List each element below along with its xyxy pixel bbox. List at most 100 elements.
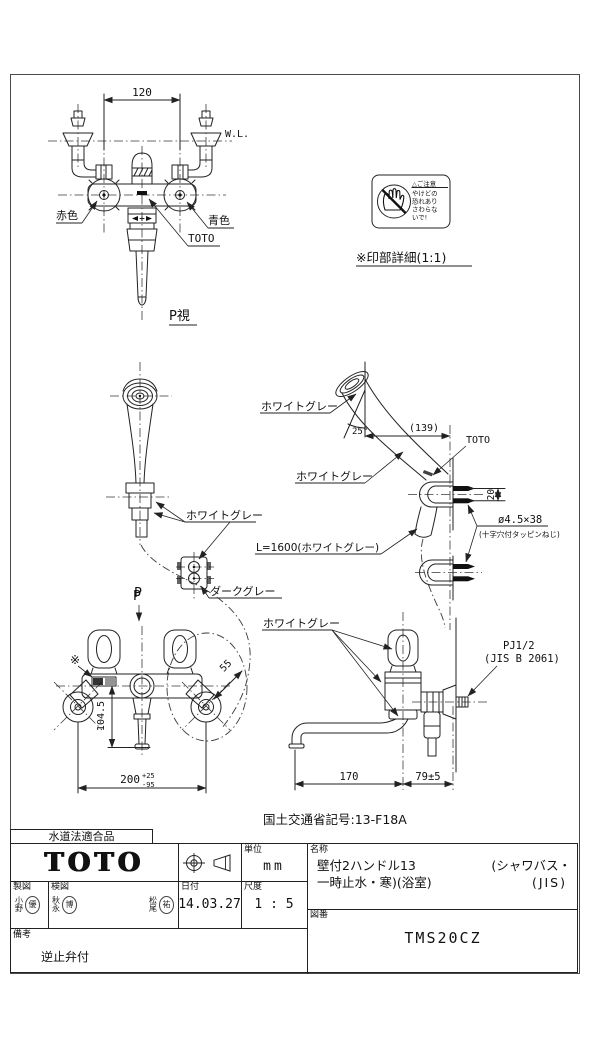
label-white-gray-hose: ホワイトグレー bbox=[296, 469, 373, 483]
dim-170: 170 bbox=[340, 771, 359, 783]
right-wall-flange bbox=[171, 110, 222, 180]
label-toto-leader bbox=[148, 198, 189, 247]
flange-centerlines bbox=[77, 104, 207, 168]
faucet-centerlines bbox=[56, 626, 230, 756]
divider-row2 bbox=[11, 928, 307, 929]
scale-label: 尺度 bbox=[244, 882, 263, 892]
label-toto-side: TOTO bbox=[466, 435, 490, 446]
title-block: TOTO 単位 mm 製図 検図 日付 尺度 小野 優 秋永 博 松尾 祐 14… bbox=[10, 843, 578, 974]
drafter-label: 製図 bbox=[13, 882, 32, 892]
dim-200: 200 bbox=[120, 773, 140, 786]
scale-value: 1 : 5 bbox=[254, 897, 294, 912]
date-value: 14.03.27 bbox=[178, 897, 241, 912]
checker1-name: 秋永 bbox=[52, 896, 60, 913]
hose-length-label: L=1600(ホワイトグレー) bbox=[256, 541, 379, 554]
dim-55: 55 bbox=[218, 658, 234, 674]
warning-line-4: いで! bbox=[412, 214, 427, 222]
dim-79: 79±5 bbox=[415, 771, 440, 783]
divider-row1 bbox=[11, 881, 307, 882]
indicator-arrows bbox=[132, 216, 152, 221]
drafter-seal: 優 bbox=[25, 896, 40, 914]
remarks-label: 備考 bbox=[13, 930, 32, 940]
indicator-plate bbox=[91, 676, 117, 687]
remarks-value: 逆止弁付 bbox=[41, 950, 90, 964]
sheet-border-frame bbox=[10, 74, 580, 974]
hose-phantom-curve bbox=[140, 544, 251, 729]
angle-arc bbox=[347, 423, 366, 429]
shower-horizontal-centerlines bbox=[106, 395, 172, 498]
toto-logo: TOTO bbox=[44, 848, 145, 878]
divider-checker-date bbox=[178, 881, 179, 928]
technical-drawing-canvas: W.L. 120 赤色 青色 bbox=[48, 86, 560, 827]
spout-tip bbox=[137, 296, 147, 306]
spout-outlet bbox=[134, 743, 150, 750]
name-line1-left: 壁付2ハンドル13 bbox=[317, 858, 416, 873]
connection-arms bbox=[69, 679, 215, 709]
angle-axis-line bbox=[343, 389, 366, 439]
dim-20: 20 bbox=[486, 489, 497, 501]
divider-drafter-checker bbox=[48, 881, 49, 928]
warning-label-detail: △ご注意 やけどの 恐れあり さわらな いで! ※印部詳細(1:1) bbox=[356, 174, 472, 267]
dim-120: 120 bbox=[132, 86, 152, 99]
handle-below-holder bbox=[414, 506, 438, 538]
dim-104-5: 104.5 bbox=[96, 701, 107, 731]
compliance-tab: 水道法適合品 bbox=[10, 829, 153, 844]
checker-label: 検図 bbox=[51, 882, 70, 892]
flange-diagonal-centerlines bbox=[53, 681, 231, 731]
dim-angle-25: 25° bbox=[352, 427, 368, 437]
spout-outlet-side bbox=[288, 743, 305, 749]
name-label: 名称 bbox=[310, 845, 329, 855]
checker1-seal: 博 bbox=[62, 896, 77, 914]
shower-front-view: ホワイトグレー ダークグレー P bbox=[106, 362, 282, 729]
hose-phantom-side bbox=[420, 538, 446, 629]
label-white-gray-faucet: ホワイトグレー bbox=[263, 616, 340, 630]
spout-shoulder bbox=[129, 222, 155, 230]
dim-line-55 bbox=[213, 670, 243, 700]
diverter-dome bbox=[131, 152, 153, 185]
faucet-side-centerlines bbox=[402, 612, 488, 790]
product-name: 壁付2ハンドル13 (シャワバス・ 一時止水・寒)(浴室) (JIS) bbox=[317, 857, 573, 891]
name-line2-left: 一時止水・寒)(浴室) bbox=[317, 875, 432, 890]
label-red: 赤色 bbox=[56, 208, 78, 222]
prohibition-slash-icon bbox=[381, 189, 407, 214]
hose-stub bbox=[135, 519, 148, 538]
screw-note: (十字穴付タッピンねじ) bbox=[479, 529, 560, 539]
regulatory-code: 国土交通省記号:13-F18A bbox=[263, 812, 407, 827]
right-handle bbox=[163, 629, 197, 675]
checker2-seal: 祐 bbox=[159, 896, 174, 914]
warning-line-2: 恐れあり bbox=[412, 198, 438, 206]
checker-stamp-2: 松尾 祐 bbox=[149, 896, 174, 914]
ref-mark: ※ bbox=[70, 653, 80, 667]
label-red-leader bbox=[81, 200, 98, 224]
left-wall-connection bbox=[62, 691, 94, 723]
label-blue: 青色 bbox=[208, 213, 230, 227]
dim-extension-lines bbox=[103, 93, 181, 151]
shower-handle-taper bbox=[126, 403, 154, 484]
top-view: W.L. 120 赤色 青色 bbox=[48, 86, 249, 326]
name-line2-right: (JIS) bbox=[531, 875, 567, 890]
shower-handle-side bbox=[341, 378, 449, 481]
shower-head-cap bbox=[122, 378, 158, 392]
toto-molded-mark bbox=[137, 191, 147, 195]
check-valve-pipe bbox=[427, 737, 437, 757]
name-line1-right: (シャワバス・ bbox=[491, 858, 571, 873]
indicator-plus bbox=[139, 216, 145, 221]
divider-logo-proj bbox=[178, 844, 179, 881]
swing-spout bbox=[291, 718, 409, 745]
dim-200-plus: +25 bbox=[142, 772, 155, 780]
spout-base bbox=[126, 228, 158, 252]
unit-label: 単位 bbox=[244, 845, 263, 855]
holder-centerlines bbox=[408, 494, 485, 573]
screw-size: ø4.5×38 bbox=[498, 514, 542, 526]
warning-label-box bbox=[371, 174, 451, 229]
unit-value: mm bbox=[263, 859, 285, 874]
label-toto: TOTO bbox=[188, 232, 215, 245]
checker2-name: 松尾 bbox=[149, 896, 157, 913]
checker-stamp-1: 秋永 博 bbox=[52, 896, 77, 914]
drawing-no-label: 図番 bbox=[310, 910, 329, 920]
divider-name-dwgno bbox=[307, 909, 578, 910]
left-handle bbox=[87, 629, 121, 675]
left-wall-flange bbox=[62, 110, 113, 180]
label-white-gray-front: ホワイトグレー bbox=[186, 508, 263, 522]
